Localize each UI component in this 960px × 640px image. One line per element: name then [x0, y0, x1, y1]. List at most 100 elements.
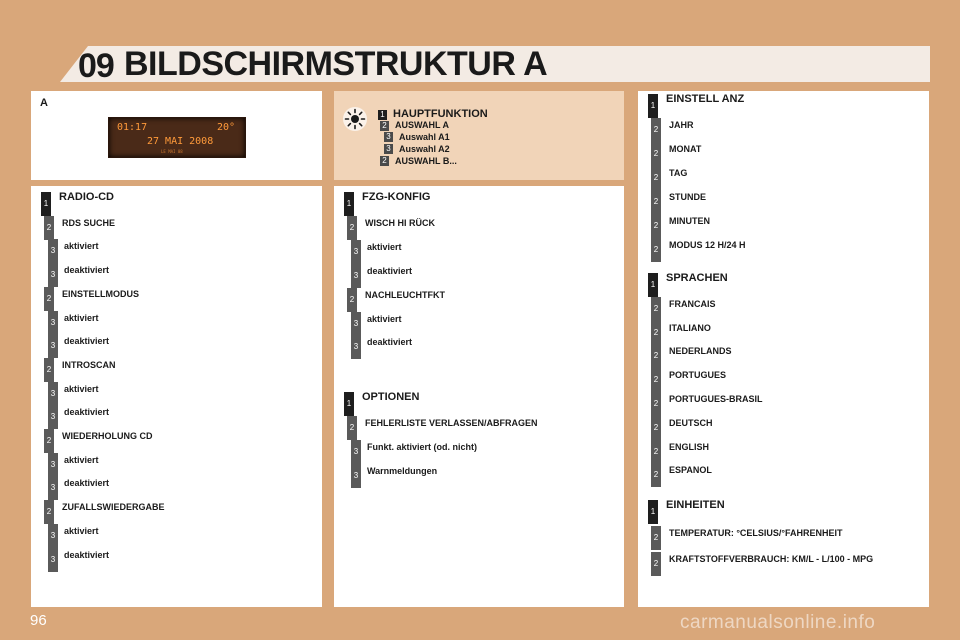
level-badge: 1	[648, 273, 658, 297]
level-badge: 3	[48, 476, 58, 501]
level-badge: 2	[347, 287, 357, 312]
level-badge: 2	[651, 392, 661, 416]
chapter-number: 09	[78, 47, 115, 85]
menu-item-label: NACHLEUCHTFKT	[365, 289, 445, 300]
display-date: 27 MAI 2008	[147, 136, 214, 147]
level-badge: 2	[651, 320, 661, 345]
level-badge: 2	[44, 286, 54, 311]
menu-item-label: DEUTSCH	[669, 417, 713, 428]
display-temperature: 20°	[217, 122, 236, 133]
menu-item-label: ESPANOL	[669, 465, 712, 476]
menu-item-label: deaktiviert	[64, 407, 110, 418]
menu-item-label: aktiviert	[64, 454, 99, 465]
level-badge: 2	[651, 526, 661, 550]
menu-item-label: RDS SUCHE	[62, 217, 116, 228]
menu-item-label: Funkt. aktiviert (od. nicht)	[367, 441, 478, 452]
level-badge: 3	[48, 523, 58, 548]
level-badge: 2	[44, 429, 54, 453]
legend-label: Auswahl A2	[399, 144, 450, 154]
level-badge: 2	[651, 118, 661, 142]
radio-cd-panel	[31, 186, 322, 607]
vehicle-config-panel	[334, 186, 624, 607]
menu-item-label: FEHLERLISTE VERLASSEN/ABFRAGEN	[365, 417, 538, 428]
legend-label: HAUPTFUNKTION	[393, 108, 488, 120]
menu-item-label: TAG	[669, 168, 688, 178]
level-badge: 1	[344, 192, 354, 216]
menu-item-label: deaktiviert	[64, 265, 110, 276]
level-badge: 3	[351, 439, 361, 464]
level-badge: 2	[651, 238, 661, 262]
level-badge: 1	[378, 110, 387, 120]
level-badge: 2	[44, 215, 54, 240]
level-badge: 3	[384, 144, 393, 154]
level-badge: 2	[651, 552, 661, 576]
header-bar	[60, 46, 930, 82]
menu-item-label: Warnmeldungen	[367, 465, 438, 476]
menu-item-label: EINSTELL ANZ	[666, 93, 745, 105]
menu-item-label: NEDERLANDS	[669, 346, 732, 357]
level-badge: 3	[48, 405, 58, 430]
level-badge: 2	[44, 500, 54, 525]
menu-item-label: deaktiviert	[64, 478, 110, 489]
level-badge: 2	[347, 215, 357, 240]
menu-item-label: RADIO-CD	[59, 191, 114, 203]
level-badge: 1	[648, 94, 658, 118]
level-badge: 2	[651, 463, 661, 488]
menu-item-label: OPTIONEN	[362, 391, 420, 403]
menu-item-label: SPRACHEN	[666, 272, 728, 284]
menu-item-label: ZUFALLSWIEDERGABE	[62, 502, 165, 513]
menu-item-label: aktiviert	[64, 312, 99, 323]
menu-item-label: STUNDE	[669, 192, 707, 202]
level-badge: 2	[651, 368, 661, 393]
level-badge: 1	[648, 500, 658, 524]
menu-item-label: aktiviert	[367, 313, 402, 324]
menu-item-label: PORTUGUES-BRASIL	[669, 394, 763, 404]
menu-item-label: TEMPERATUR: °CELSIUS/°FAHRENHEIT	[669, 528, 843, 538]
level-badge: 3	[351, 239, 361, 264]
brightness-icon	[343, 107, 367, 131]
menu-item-label: KRAFTSTOFFVERBRAUCH: KM/L - L/100 - MPG	[669, 554, 874, 564]
menu-item-label: WIEDERHOLUNG CD	[62, 431, 153, 441]
level-badge: 3	[48, 239, 58, 264]
page-title: BILDSCHIRMSTRUKTUR A	[124, 45, 548, 83]
level-badge: 2	[651, 214, 661, 238]
page-number: 96	[30, 612, 47, 629]
level-badge: 2	[651, 344, 661, 369]
level-badge: 2	[651, 190, 661, 214]
level-badge: 3	[384, 132, 393, 142]
menu-item-label: MODUS 12 H/24 H	[669, 240, 746, 250]
display-letter: A	[40, 97, 48, 109]
level-badge: 2	[380, 156, 389, 166]
menu-item-label: FZG-KONFIG	[362, 191, 431, 203]
menu-item-label: deaktiviert	[64, 336, 110, 347]
level-badge: 2	[651, 296, 661, 321]
level-badge: 3	[48, 310, 58, 335]
display-time: 01:17	[117, 122, 148, 133]
level-badge: 2	[651, 439, 661, 464]
radio-display-screen: 01:17 20° 27 MAI 2008 LE MAI 08	[108, 117, 246, 158]
menu-item-label: aktiviert	[64, 241, 99, 252]
display-small-text: LE MAI 08	[161, 149, 183, 154]
level-badge: 2	[651, 142, 661, 166]
menu-item-label: INTROSCAN	[62, 359, 116, 370]
level-badge: 2	[44, 357, 54, 382]
menu-item-label: FRANCAIS	[669, 298, 716, 309]
menu-item-label: ITALIANO	[669, 322, 711, 333]
level-badge: 3	[351, 335, 361, 360]
menu-item-label: deaktiviert	[367, 265, 413, 276]
menu-item-label: JAHR	[669, 120, 694, 130]
level-badge: 3	[48, 547, 58, 572]
main-function-panel	[334, 91, 624, 180]
level-badge: 2	[380, 121, 389, 131]
level-badge: 2	[651, 166, 661, 190]
legend-label: AUSWAHL A	[395, 120, 449, 130]
level-badge: 2	[651, 415, 661, 440]
level-badge: 1	[344, 392, 354, 416]
menu-item-label: WISCH HI RÜCK	[365, 217, 435, 228]
level-badge: 1	[41, 192, 51, 216]
legend-label: AUSWAHL B...	[395, 156, 457, 166]
menu-item-label: aktiviert	[64, 525, 99, 536]
legend-label: Auswahl A1	[399, 132, 450, 142]
menu-item-label: EINHEITEN	[666, 499, 725, 511]
menu-item-label: aktiviert	[64, 383, 99, 394]
